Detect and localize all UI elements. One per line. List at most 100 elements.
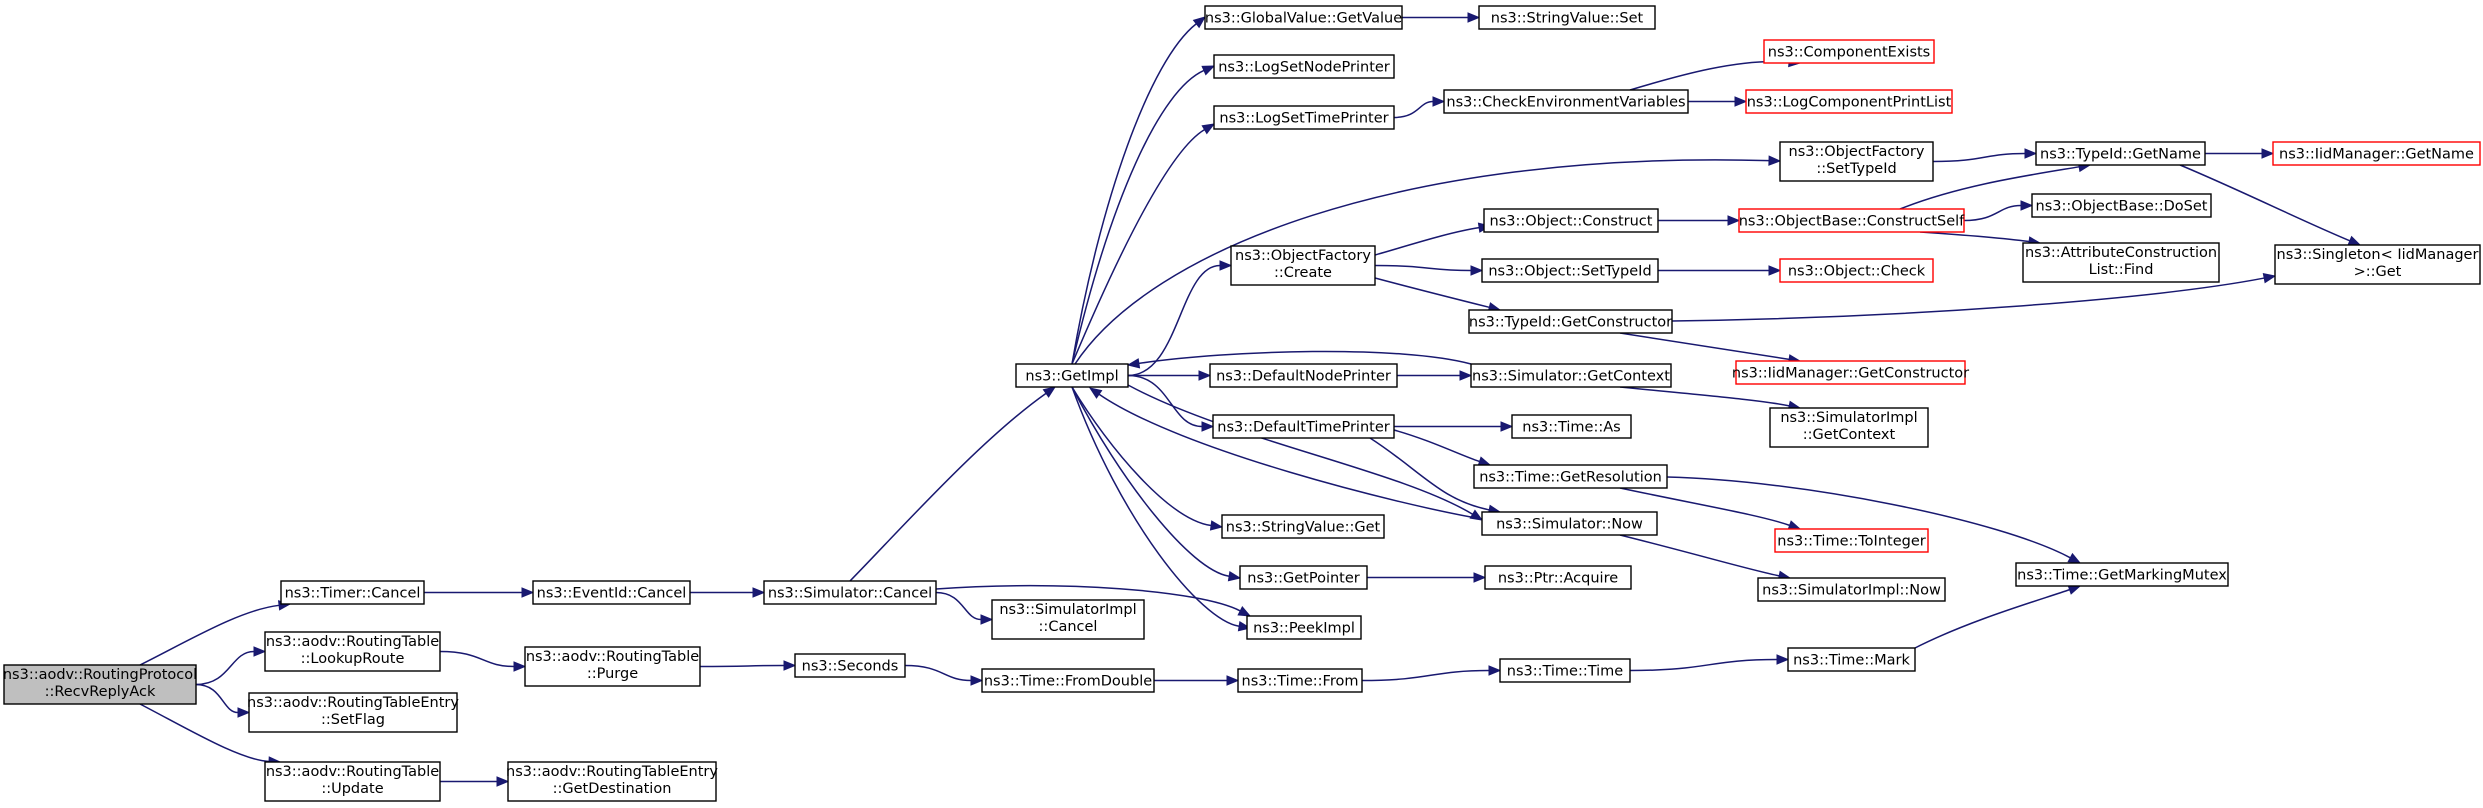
edge-typeid_getctor-to-iid_getctor xyxy=(1619,332,1802,365)
node-simimpl_now[interactable]: ns3::SimulatorImpl::Now xyxy=(1757,577,1946,602)
node-label: ns3::SimulatorImpl xyxy=(1780,410,1917,426)
edge-sim_getcontext-to-getimpl xyxy=(1126,350,1472,369)
node-singleton_get[interactable]: ns3::Singleton< IidManager>::Get xyxy=(2274,244,2481,285)
node-getpointer[interactable]: ns3::GetPointer xyxy=(1239,565,1368,590)
node-seconds[interactable]: ns3::Seconds xyxy=(794,653,906,678)
node-sim_cancel[interactable]: ns3::Simulator::Cancel xyxy=(763,580,937,605)
edge-getimpl-to-logtime xyxy=(1071,123,1216,365)
node-label: List::Find xyxy=(2089,262,2154,278)
node-label: ns3::ComponentExists xyxy=(1768,45,1931,61)
node-logcomplist[interactable]: ns3::LogComponentPrintList xyxy=(1745,89,1953,114)
node-label: ns3::ObjectFactory xyxy=(1789,144,1925,160)
edge-obj_settypeid-to-obj_check xyxy=(1657,265,1782,276)
node-obj_check[interactable]: ns3::Object::Check xyxy=(1779,258,1934,283)
node-typeid_getctor[interactable]: ns3::TypeId::GetConstructor xyxy=(1468,309,1673,334)
node-label: ns3::GetImpl xyxy=(1025,369,1118,385)
node-checkenv[interactable]: ns3::CheckEnvironmentVariables xyxy=(1443,89,1689,114)
node-label: ::GetContext xyxy=(1803,427,1896,443)
node-label: ns3::Object::Check xyxy=(1788,264,1926,280)
node-label: ns3::ObjectFactory xyxy=(1235,248,1371,264)
node-of_create[interactable]: ns3::ObjectFactory::Create xyxy=(1230,245,1376,286)
node-globalvalue[interactable]: ns3::GlobalValue::GetValue xyxy=(1204,5,1403,30)
node-purge[interactable]: ns3::aodv::RoutingTable::Purge xyxy=(524,646,701,687)
node-label: ns3::Time::GetResolution xyxy=(1479,470,1662,486)
node-iid_getctor[interactable]: ns3::IidManager::GetConstructor xyxy=(1732,360,1969,385)
node-label: ns3::IidManager::GetName xyxy=(2279,147,2474,163)
node-time_getres[interactable]: ns3::Time::GetResolution xyxy=(1473,464,1668,489)
node-compexists[interactable]: ns3::ComponentExists xyxy=(1763,39,1935,64)
node-iid_getname[interactable]: ns3::IidManager::GetName xyxy=(2272,141,2481,166)
node-time_tointeger[interactable]: ns3::Time::ToInteger xyxy=(1774,528,1929,553)
node-objbase_doset[interactable]: ns3::ObjectBase::DoSet xyxy=(2031,193,2212,218)
node-typeid_getname[interactable]: ns3::TypeId::GetName xyxy=(2035,141,2206,166)
node-label: ::SetTypeId xyxy=(1816,161,1896,177)
node-label: ns3::aodv::RoutingTable xyxy=(526,649,699,665)
node-time_time[interactable]: ns3::Time::Time xyxy=(1499,658,1631,683)
node-time_mark[interactable]: ns3::Time::Mark xyxy=(1787,647,1916,672)
node-strval_get[interactable]: ns3::StringValue::Get xyxy=(1221,514,1385,539)
node-label: ns3::aodv::RoutingTableEntry xyxy=(247,695,459,711)
node-simimpl_getcontext[interactable]: ns3::SimulatorImpl::GetContext xyxy=(1769,407,1929,448)
node-lognode[interactable]: ns3::LogSetNodePrinter xyxy=(1213,54,1395,79)
node-update[interactable]: ns3::aodv::RoutingTable::Update xyxy=(264,761,441,802)
edge-timer_cancel-to-eventid_cancel xyxy=(424,587,535,598)
node-label: ns3::LogSetTimePrinter xyxy=(1219,111,1388,127)
node-label: ns3::DefaultNodePrinter xyxy=(1216,369,1391,385)
edge-typeid_getname-to-iid_getname xyxy=(2205,148,2275,159)
node-label: ns3::StringValue::Get xyxy=(1226,520,1381,536)
node-lookup[interactable]: ns3::aodv::RoutingTable::LookupRoute xyxy=(264,631,441,672)
node-setflag[interactable]: ns3::aodv::RoutingTableEntry::SetFlag xyxy=(247,692,459,733)
node-getimpl[interactable]: ns3::GetImpl xyxy=(1015,363,1129,388)
edge-lookup-to-purge xyxy=(439,650,527,672)
node-fromdouble[interactable]: ns3::Time::FromDouble xyxy=(981,668,1155,693)
node-root[interactable]: ns3::aodv::RoutingProtocol::RecvReplyAck xyxy=(3,664,197,705)
node-obj_settypeid[interactable]: ns3::Object::SetTypeId xyxy=(1481,258,1659,283)
node-label: ns3::aodv::RoutingProtocol xyxy=(3,667,197,683)
node-ptr_acquire[interactable]: ns3::Ptr::Acquire xyxy=(1484,565,1632,590)
node-getdest[interactable]: ns3::aodv::RoutingTableEntry::GetDestina… xyxy=(506,761,718,802)
node-deftimeprinter[interactable]: ns3::DefaultTimePrinter xyxy=(1212,414,1395,439)
node-label: ns3::Simulator::Now xyxy=(1496,517,1643,533)
node-label: ns3::Time::From xyxy=(1242,674,1359,690)
node-eventid_cancel[interactable]: ns3::EventId::Cancel xyxy=(532,580,691,605)
node-timer_cancel[interactable]: ns3::Timer::Cancel xyxy=(280,580,425,605)
edge-getimpl-to-globalvalue xyxy=(1071,16,1207,365)
node-label: ns3::Time::GetMarkingMutex xyxy=(2017,568,2227,584)
node-obj_construct[interactable]: ns3::Object::Construct xyxy=(1483,208,1659,233)
node-label: ns3::PeekImpl xyxy=(1253,621,1355,637)
node-label: ns3::Object::SetTypeId xyxy=(1488,264,1651,280)
node-label: ns3::Time::As xyxy=(1522,420,1620,436)
node-simimpl_cancel[interactable]: ns3::SimulatorImpl::Cancel xyxy=(991,599,1145,640)
node-of_settypeid[interactable]: ns3::ObjectFactory::SetTypeId xyxy=(1779,141,1934,182)
node-sim_now[interactable]: ns3::Simulator::Now xyxy=(1481,511,1658,536)
node-label: ::GetDestination xyxy=(553,781,672,797)
edge-of_create-to-typeid_getctor xyxy=(1374,277,1502,313)
node-label: ::SetFlag xyxy=(321,712,385,728)
node-label: ns3::ObjectBase::ConstructSelf xyxy=(1739,214,1965,230)
edge-sim_cancel-to-getimpl xyxy=(849,386,1057,582)
node-time_as[interactable]: ns3::Time::As xyxy=(1511,414,1632,439)
edge-sim_now-to-simimpl_now xyxy=(1619,534,1792,581)
edge-seconds-to-fromdouble xyxy=(904,664,984,686)
node-label: ns3::TypeId::GetConstructor xyxy=(1469,315,1672,331)
node-sim_getcontext[interactable]: ns3::Simulator::GetContext xyxy=(1470,363,1672,388)
node-peekimpl[interactable]: ns3::PeekImpl xyxy=(1246,615,1362,640)
edge-objbase_constructself-to-attr_find xyxy=(1919,231,2042,247)
node-label: ns3::EventId::Cancel xyxy=(537,586,687,602)
edge-sim_cancel-to-simimpl_cancel xyxy=(935,591,994,625)
node-defnodeprinter[interactable]: ns3::DefaultNodePrinter xyxy=(1209,363,1398,388)
node-logtime[interactable]: ns3::LogSetTimePrinter xyxy=(1213,105,1395,130)
node-objbase_constructself[interactable]: ns3::ObjectBase::ConstructSelf xyxy=(1738,208,1965,233)
node-strval_set[interactable]: ns3::StringValue::Set xyxy=(1478,5,1656,30)
edge-checkenv-to-logcomplist xyxy=(1688,96,1748,107)
node-label: ::Update xyxy=(321,781,383,797)
node-time_from[interactable]: ns3::Time::From xyxy=(1237,668,1363,693)
node-label: ns3::SimulatorImpl xyxy=(999,602,1136,618)
node-time_getmutex[interactable]: ns3::Time::GetMarkingMutex xyxy=(2015,562,2229,587)
edge-fromdouble-to-time_from xyxy=(1154,675,1240,686)
node-label: ns3::aodv::RoutingTableEntry xyxy=(506,764,718,780)
edge-deftimeprinter-to-time_getres xyxy=(1393,429,1492,467)
edge-purge-to-seconds xyxy=(699,660,797,671)
